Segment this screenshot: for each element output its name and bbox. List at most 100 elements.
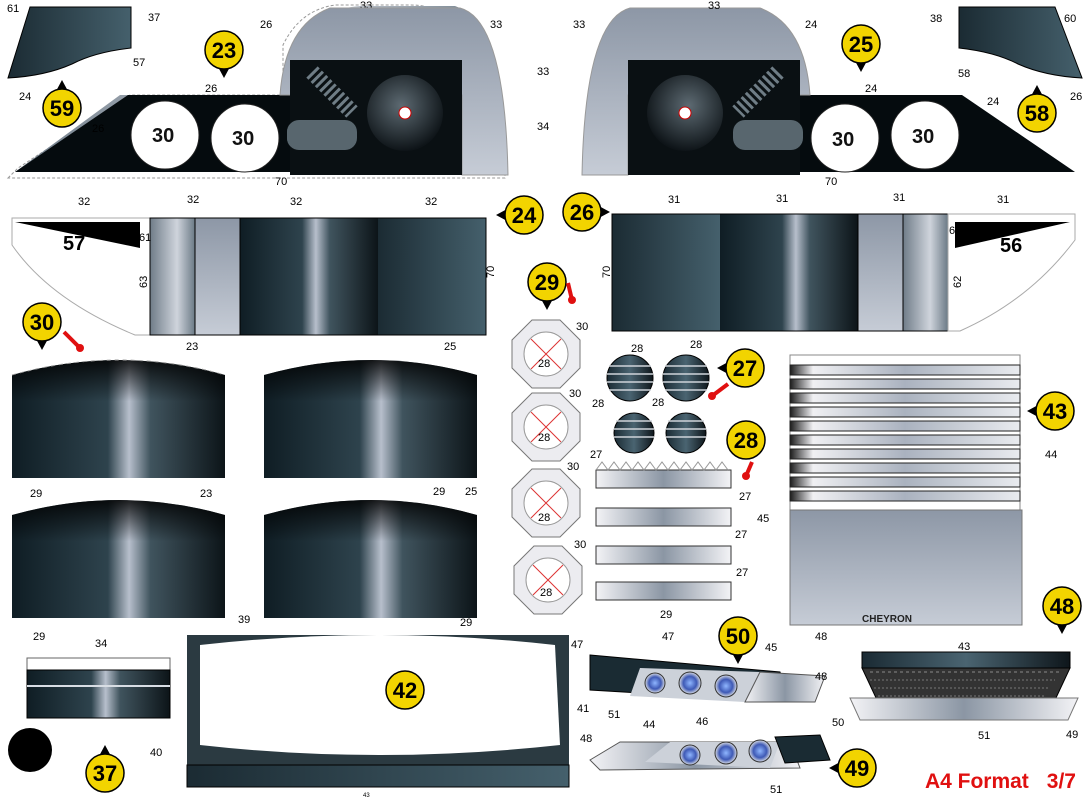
edge-label: 33 — [708, 0, 720, 12]
edge-label: 34 — [537, 121, 549, 133]
edge-label: 38 — [930, 13, 942, 25]
badge-number: 48 — [1050, 594, 1074, 619]
grille-slat — [789, 364, 1021, 376]
part-badge: 49 — [829, 748, 877, 788]
edge-label: 29 — [433, 486, 445, 498]
part-tag: 61 — [139, 232, 151, 244]
wheel-cap-parts: 28 28 28 28 30 30 30 30 — [511, 319, 588, 615]
wheel-number: 30 — [912, 126, 934, 148]
edge-label: 23 — [186, 341, 198, 353]
edge-label: 46 — [696, 716, 708, 728]
part-tag: 57 — [63, 233, 85, 255]
edge-label: 29 — [33, 631, 45, 643]
grille-slat — [789, 434, 1021, 446]
badge-number: 42 — [393, 678, 417, 703]
cap-number: 28 — [540, 587, 552, 599]
grille-slat — [789, 378, 1021, 390]
grille-slat — [789, 476, 1021, 488]
edge-label: 33 — [537, 66, 549, 78]
part-tag: 56 — [1000, 235, 1022, 257]
red-arrow-icon — [76, 344, 84, 352]
part-badge: 43 — [1027, 391, 1075, 431]
roof-panel-part-42: 39 40 41 43 — [150, 614, 589, 799]
edge-label: 33 — [573, 19, 585, 31]
edge-label: 30 — [574, 539, 586, 551]
red-arrow-icon — [568, 296, 576, 304]
edge-label: 40 — [150, 747, 162, 759]
bumper-part-48: 43 50 51 49 — [832, 641, 1079, 742]
brand-logo: CHEYRON — [862, 614, 912, 625]
edge-label: 50 — [832, 717, 844, 729]
wheel-number: 30 — [152, 125, 174, 147]
edge-label: 24 — [865, 83, 877, 95]
edge-label: 29 — [460, 617, 472, 629]
edge-label: 70 — [825, 176, 837, 188]
wheelwell-panels: 23 25 29 29 23 25 29 29 — [11, 341, 477, 643]
edge-label: 44 — [643, 719, 655, 731]
edge-label: 31 — [668, 194, 680, 206]
edge-label: 26 — [1070, 91, 1082, 103]
part-badge: 27 — [717, 348, 765, 388]
edge-label: 31 — [893, 192, 905, 204]
footer: A4 Format 3/7 — [907, 770, 1076, 794]
edge-label: 51 — [770, 784, 782, 796]
striped-disc-parts: 28 28 28 28 — [592, 339, 710, 454]
cap-number: 28 — [538, 512, 550, 524]
badge-number: 23 — [212, 38, 236, 63]
grille-slat — [789, 490, 1021, 502]
edge-label: 30 — [567, 461, 579, 473]
strip-parts-27: 27 27 27 27 29 — [590, 449, 751, 621]
edge-label: 32 — [290, 196, 302, 208]
edge-label: 62 — [952, 276, 964, 288]
long-panel-part-26: 56 60 62 70 31 31 31 31 — [601, 192, 1076, 332]
side-body-part-25 — [581, 7, 1075, 176]
edge-label: 70 — [601, 266, 613, 278]
red-arrow-icon — [742, 472, 750, 480]
edge-label: 28 — [592, 398, 604, 410]
edge-label: 26 — [92, 123, 104, 135]
edge-label: 45 — [765, 642, 777, 654]
part-tag: 60 — [949, 225, 961, 237]
edge-label: 57 — [133, 57, 145, 69]
edge-label: 43 — [363, 793, 370, 799]
edge-label: 45 — [757, 513, 769, 525]
part-badge: 42 — [385, 670, 425, 710]
edge-label: 33 — [490, 19, 502, 31]
edge-label: 60 — [1064, 13, 1076, 25]
cap-number: 28 — [538, 432, 550, 444]
part-badge: 24 — [496, 195, 544, 235]
edge-label: 25 — [444, 341, 456, 353]
edge-label: 41 — [577, 703, 589, 715]
part-badge: 29 — [527, 262, 567, 310]
badge-number: 28 — [734, 428, 758, 453]
edge-label: 47 — [662, 631, 674, 643]
headlight-part-50: 47 47 45 48 51 — [571, 631, 827, 721]
edge-label: 49 — [1066, 729, 1078, 741]
part-badge: 26 — [562, 192, 610, 232]
edge-label: 29 — [660, 609, 672, 621]
edge-label: 70 — [485, 266, 497, 278]
part-badge: 23 — [204, 30, 244, 78]
part-badge: 50 — [718, 616, 758, 664]
edge-label: 30 — [569, 388, 581, 400]
grille-slat — [789, 406, 1021, 418]
badge-number: 59 — [50, 96, 74, 121]
edge-label: 44 — [1045, 449, 1057, 461]
part-badge: 28 — [726, 420, 766, 460]
badge-number: 43 — [1043, 399, 1067, 424]
edge-label: 51 — [608, 709, 620, 721]
edge-label: 26 — [205, 83, 217, 95]
edge-label: 28 — [690, 339, 702, 351]
part-badge: 37 — [85, 745, 125, 793]
badge-number: 25 — [849, 32, 873, 57]
format-label: A4 Format — [924, 770, 1029, 793]
page-label: 3/7 — [1046, 770, 1076, 793]
fender-part-61: 61 37 57 24 — [7, 3, 160, 103]
grille-slat — [789, 462, 1021, 474]
edge-label: 31 — [776, 193, 788, 205]
grille-slat — [789, 448, 1021, 460]
part-badge: 58 — [1017, 85, 1057, 133]
part-badge: 48 — [1042, 586, 1082, 634]
edge-label: 58 — [958, 68, 970, 80]
